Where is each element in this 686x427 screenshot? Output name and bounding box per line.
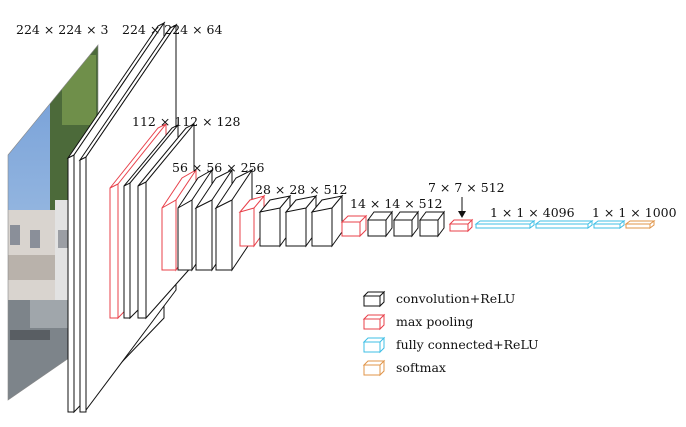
- label-conv5: 14 × 14 × 512: [350, 196, 443, 211]
- legend-label-softmax: softmax: [396, 360, 446, 375]
- conv5-block: [340, 210, 445, 238]
- dimension-labels: 224 × 224 × 3 224 × 224 × 64 112 × 112 ×…: [16, 22, 677, 220]
- label-input: 224 × 224 × 3: [16, 22, 109, 37]
- conv1b-slab-front: [79, 156, 87, 413]
- legend-item-pool: max pooling: [362, 313, 473, 331]
- softmax-block: [624, 220, 656, 229]
- legend-label-conv: convolution+ReLU: [396, 291, 515, 306]
- label-softmax: 1 × 1 × 1000: [592, 205, 677, 220]
- fc7-slab: [534, 220, 594, 229]
- legend-item-softmax: softmax: [362, 359, 446, 377]
- fc8-slab: [592, 220, 626, 229]
- legend-swatch-fc: [362, 336, 386, 354]
- conv5a-slab: [367, 210, 393, 238]
- legend-swatch-softmax: [362, 359, 386, 377]
- conv3-block: [161, 168, 254, 272]
- legend-item-conv: convolution+ReLU: [362, 290, 515, 308]
- legend-label-pool: max pooling: [396, 314, 473, 329]
- conv4-block: [238, 194, 344, 248]
- conv4b-slab: [284, 194, 318, 248]
- label-conv1: 224 × 224 × 64: [122, 22, 223, 37]
- pool5-arrowhead: [458, 211, 466, 218]
- legend-item-fc: fully connected+ReLU: [362, 336, 539, 354]
- label-fc: 1 × 1 × 4096: [490, 205, 575, 220]
- conv1-slab-front: [67, 154, 75, 413]
- conv4a-slab: [258, 194, 292, 248]
- legend-label-fc: fully connected+ReLU: [396, 337, 539, 352]
- pool5-slab: [448, 218, 474, 233]
- pool4-slab: [340, 214, 368, 238]
- label-conv3: 56 × 56 × 256: [172, 160, 265, 175]
- label-conv2: 112 × 112 × 128: [132, 114, 240, 129]
- legend: convolution+ReLU max pooling fully conne…: [362, 290, 539, 377]
- legend-swatch-conv: [362, 290, 386, 308]
- fc-blocks: [474, 220, 626, 229]
- conv5c-slab: [419, 210, 445, 238]
- pool5-block: [448, 197, 474, 233]
- fc6-slab: [474, 220, 536, 229]
- label-conv4: 28 × 28 × 512: [255, 182, 348, 197]
- conv5b-slab: [393, 210, 419, 238]
- legend-swatch-pool: [362, 313, 386, 331]
- label-pool5: 7 × 7 × 512: [428, 180, 505, 195]
